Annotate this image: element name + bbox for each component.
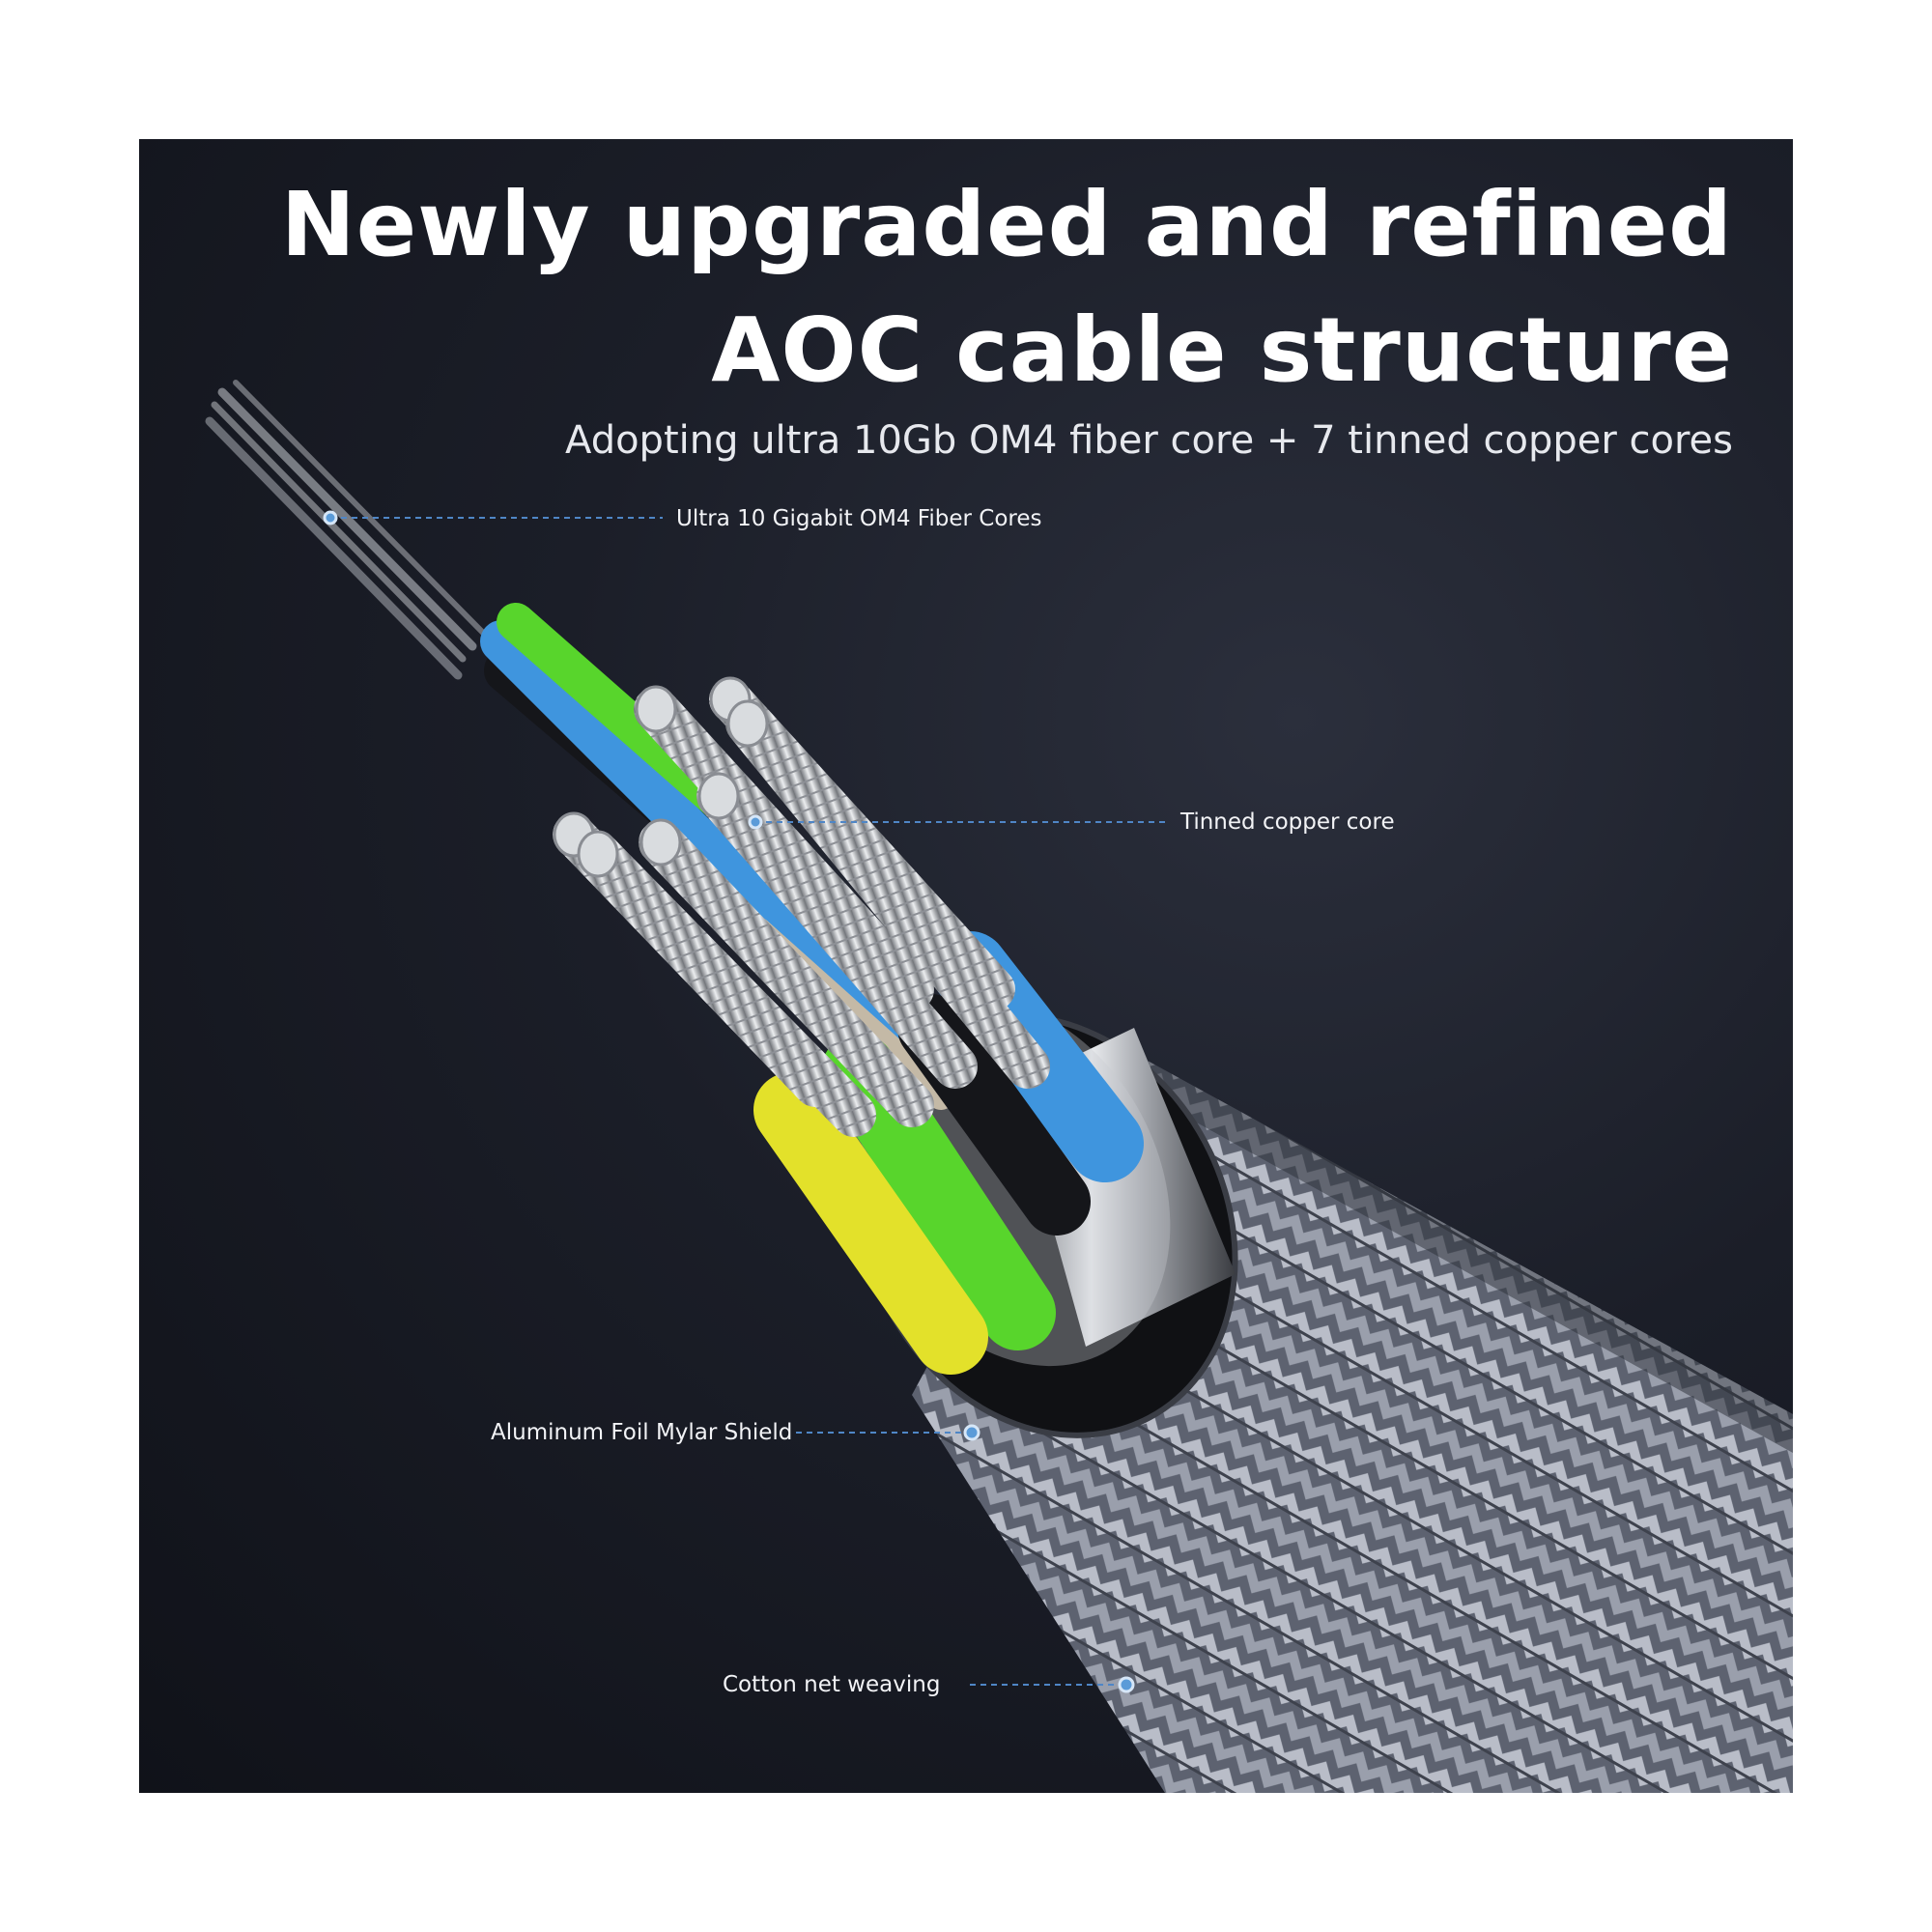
callout-leaders — [330, 517, 1165, 1686]
copper-callout-dot — [748, 814, 763, 830]
subtitle: Adopting ultra 10Gb OM4 fiber core + 7 t… — [565, 418, 1733, 463]
title-line-2: AOC cable structure — [711, 298, 1733, 402]
foil-shield-label: Aluminum Foil Mylar Shield — [491, 1420, 793, 1445]
cable-illustration — [205, 380, 1793, 1793]
fiber-callout-dot — [323, 510, 338, 526]
title-line-1: Newly upgraded and refined — [280, 173, 1733, 276]
fiber-core-label: Ultra 10 Gigabit OM4 Fiber Cores — [676, 506, 1042, 531]
callout-dots — [323, 510, 1135, 1693]
fiber-cores — [205, 380, 490, 680]
cable-structure-panel: Newly upgraded and refined AOC cable str… — [139, 139, 1793, 1793]
copper-core-label: Tinned copper core — [1180, 810, 1395, 835]
cotton-weave-label: Cotton net weaving — [723, 1672, 941, 1697]
weave-callout-dot — [1118, 1676, 1135, 1693]
foil-callout-dot — [963, 1424, 980, 1441]
tinned-copper-cores — [553, 676, 1050, 1137]
